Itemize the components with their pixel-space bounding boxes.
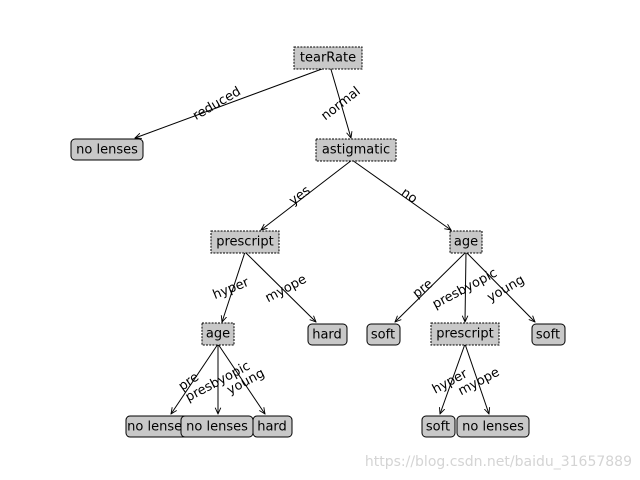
edge-astigmatic-age [351,159,451,230]
decision-node-tearrate: tearRate [293,46,363,70]
edge-label-hyper: hyper [211,275,252,303]
leaf-node-no-lenses: no lenses [70,138,144,161]
leaf-node-no-lenses-4: no lenses [456,415,530,438]
watermark-text: https://blog.csdn.net/baidu_31657889 [365,454,632,470]
edge-tearrate-astigmatic [329,65,351,138]
node-label: no lenses [76,143,138,158]
node-label: prescript [436,327,494,342]
leaf-node-hard-2: hard [252,415,293,438]
edge-prescript-soft [440,343,466,414]
edge-prescript-age [222,251,246,322]
node-label: soft [426,420,450,435]
edge-label-normal: normal [318,84,363,124]
edge-age-hard [217,343,265,414]
node-label: no lenses [186,420,248,435]
edge-prescript-nolenses [464,343,489,414]
edge-label-no: no [398,185,420,207]
edge-age-soft-2 [465,251,535,322]
leaf-node-soft-2: soft [531,323,566,346]
edge-astigmatic-prescript [261,159,353,230]
node-label: age [206,327,230,342]
leaf-node-soft: soft [366,323,401,346]
node-label: age [454,235,478,250]
leaf-node-no-lenses-2: no lenses [125,415,191,438]
edge-tearrate-nolenses [135,65,331,138]
edge-age-nolenses [171,343,219,414]
node-label: astigmatic [322,143,390,158]
leaf-node-soft-3: soft [421,415,456,438]
decision-node-age-2: age [201,322,235,346]
node-label: soft [371,328,395,343]
edge-prescript-hard [244,251,316,322]
leaf-node-hard: hard [307,323,348,346]
edges [135,65,535,414]
edge-label-yes: yes [287,183,314,209]
leaf-node-no-lenses-3: no lenses [180,415,254,438]
node-label: no lenses [127,420,189,435]
node-label: prescript [216,235,274,250]
decision-node-age: age [449,230,483,254]
nodes: tearRate no lenses astigmatic prescript … [70,46,566,438]
decision-node-prescript: prescript [210,230,280,254]
edge-age-prescript [465,251,466,322]
edge-label-reduced: reduced [190,84,243,123]
decision-node-prescript-2: prescript [430,322,500,346]
edge-age-soft [395,251,467,322]
node-label: no lenses [462,420,524,435]
node-label: hard [257,420,287,435]
decision-node-astigmatic: astigmatic [315,138,397,162]
node-label: soft [536,328,560,343]
node-label: hard [312,328,342,343]
node-label: tearRate [300,51,356,66]
